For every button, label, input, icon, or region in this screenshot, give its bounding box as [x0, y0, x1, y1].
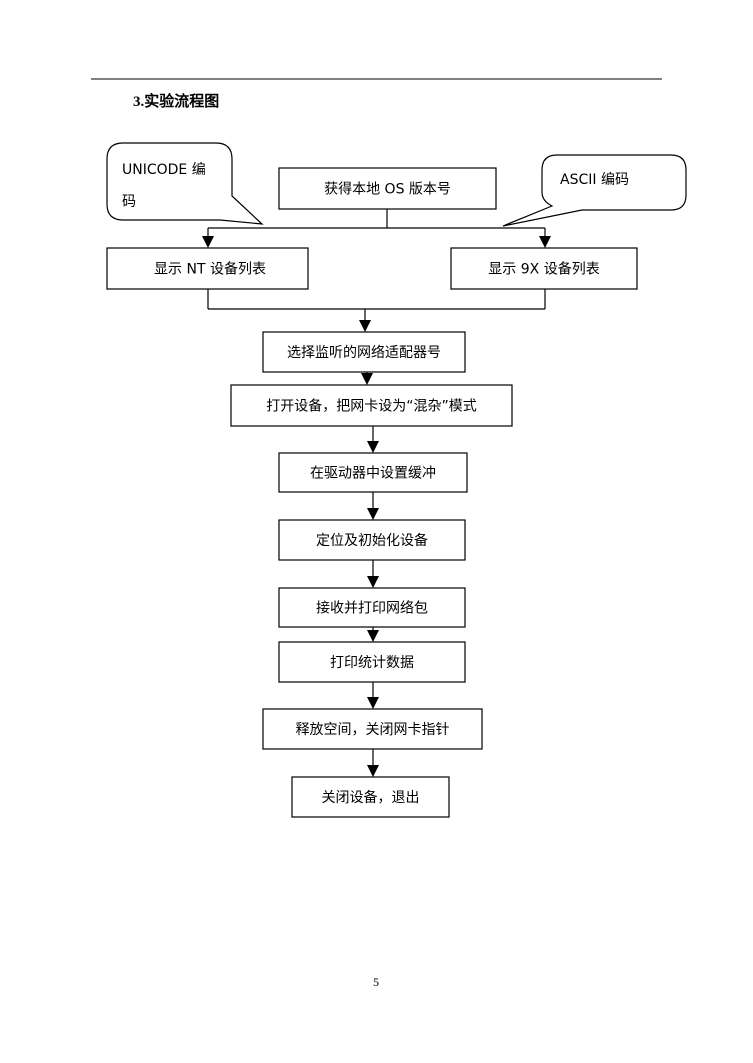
callout-ascii: ASCII 编码: [502, 154, 687, 227]
node-init-device: 定位及初始化设备: [278, 519, 466, 561]
node-receive-packets-box: [278, 587, 466, 628]
arrow-to-print-stats-head: [367, 630, 379, 642]
node-show-nt-devices-label: 显示 NT 设备列表: [154, 261, 266, 278]
node-open-device-promiscuous: 打开设备，把网卡设为“混杂”模式: [230, 384, 513, 427]
node-select-adapter-box: [262, 331, 466, 373]
callout-unicode-bubble: [106, 142, 264, 225]
arrow-to-set-buffer-head: [367, 441, 379, 453]
node-set-buffer-label: 在驱动器中设置缓冲: [310, 466, 436, 482]
node-show-nt-devices: 显示 NT 设备列表: [106, 247, 309, 290]
node-open-device-promiscuous-label: 打开设备，把网卡设为“混杂”模式: [266, 398, 477, 415]
node-print-stats-box: [278, 641, 466, 683]
node-show-9x-devices-label: 显示 9X 设备列表: [488, 261, 599, 278]
node-close-device-exit-label: 关闭设备，退出: [322, 789, 420, 806]
node-open-device-promiscuous-box: [230, 384, 513, 427]
node-release-resources: 释放空间，关闭网卡指针: [262, 708, 483, 750]
section-title: 3.实验流程图: [133, 92, 219, 110]
callout-ascii-line-1: ASCII 编码: [560, 172, 629, 188]
callout-unicode: UNICODE 编 码: [106, 142, 264, 225]
node-select-adapter: 选择监听的网络适配器号: [262, 331, 466, 373]
node-close-device-exit-box: [291, 776, 450, 818]
node-get-os-version: 获得本地 OS 版本号: [278, 167, 497, 210]
arrow-to-nt-list-head: [202, 236, 214, 248]
node-get-os-version-label: 获得本地 OS 版本号: [324, 181, 451, 198]
arrow-to-init-device-head: [367, 508, 379, 520]
flowchart: UNICODE 编 码 ASCII 编码 获得本地 OS 版本号 显示 NT 设…: [106, 142, 687, 818]
callout-ascii-bubble: [502, 154, 687, 227]
node-print-stats-label: 打印统计数据: [330, 654, 414, 671]
node-init-device-label: 定位及初始化设备: [316, 532, 428, 549]
node-show-9x-devices-box: [450, 247, 638, 290]
node-close-device-exit: 关闭设备，退出: [291, 776, 450, 818]
arrow-to-receive-packets-head: [367, 576, 379, 588]
node-select-adapter-label: 选择监听的网络适配器号: [287, 345, 441, 361]
node-receive-packets: 接收并打印网络包: [278, 587, 466, 628]
arrow-to-9x-list-head: [539, 236, 551, 248]
arrow-to-select-adapter-head: [359, 320, 371, 332]
node-release-resources-box: [262, 708, 483, 750]
callout-unicode-line-1: UNICODE 编: [122, 162, 206, 178]
node-set-buffer-box: [278, 452, 468, 493]
callout-unicode-line-2: 码: [122, 194, 136, 210]
node-receive-packets-label: 接收并打印网络包: [316, 600, 428, 617]
node-set-buffer: 在驱动器中设置缓冲: [278, 452, 468, 493]
node-show-9x-devices: 显示 9X 设备列表: [450, 247, 638, 290]
node-init-device-box: [278, 519, 466, 561]
arrow-to-release-head: [367, 697, 379, 709]
node-print-stats: 打印统计数据: [278, 641, 466, 683]
page-number: 5: [373, 975, 379, 989]
arrow-to-close-device-head: [367, 765, 379, 777]
arrow-to-open-device-head: [361, 373, 373, 385]
node-release-resources-label: 释放空间，关闭网卡指针: [296, 722, 450, 738]
